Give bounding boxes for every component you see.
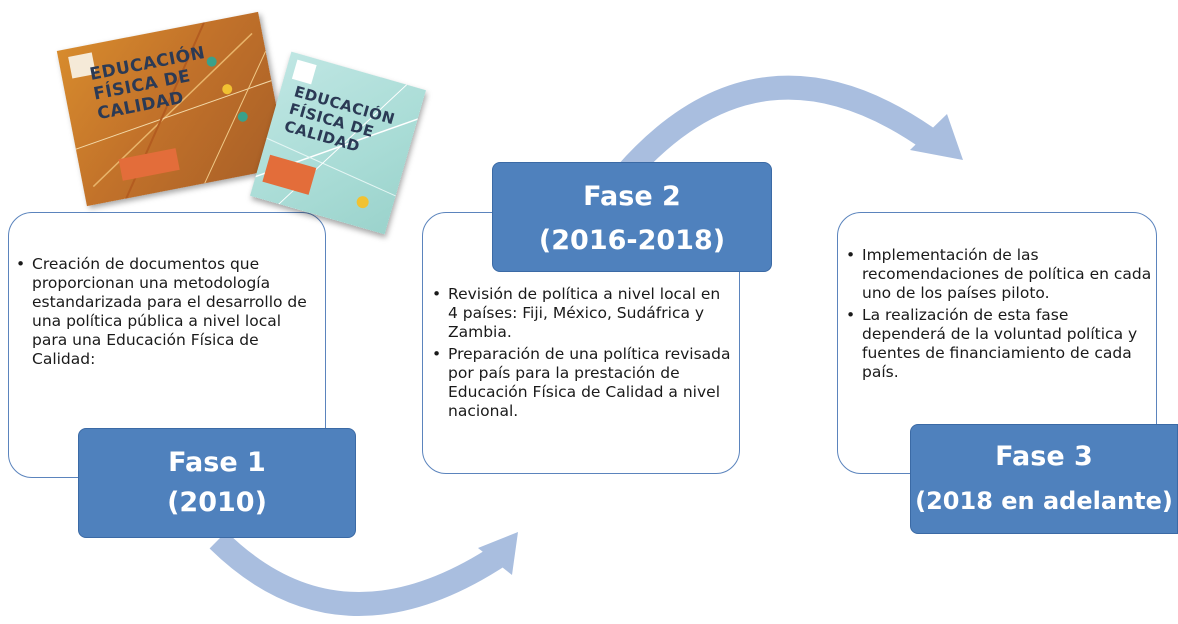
arrow-fase2-to-fase3 [615, 75, 963, 183]
cover-2-lines [255, 59, 418, 209]
phase-3-bullet: La realización de esta fase dependerá de… [842, 306, 1152, 382]
phase-1-bullet: Creación de documentos que proporcionan … [12, 255, 318, 369]
phase-3-label: Fase 3 (2018 en adelante) [910, 424, 1178, 534]
phase-2-label: Fase 2 (2016-2018) [492, 162, 772, 272]
cover-image-2: EDUCACIÓN FÍSICA DE CALIDAD [250, 51, 426, 235]
phase-3-period: (2018 en adelante) [915, 487, 1173, 515]
phase-2-title: Fase 2 [583, 181, 681, 212]
phase-1-period: (2010) [167, 487, 267, 518]
phase-3-bullet: Implementación de las recomendaciones de… [842, 246, 1152, 303]
cover-1-lines [68, 21, 272, 199]
phase-1-label: Fase 1 (2010) [78, 428, 356, 538]
phase-1-bullets: Creación de documentos que proporcionan … [12, 255, 318, 372]
phase-2-bullet: Preparación de una política revisada por… [428, 345, 734, 421]
phase-2-bullets: Revisión de política a nivel local en 4 … [428, 285, 734, 424]
phase-3-bullets: Implementación de las recomendaciones de… [842, 246, 1152, 385]
phase-3-title: Fase 3 [995, 441, 1093, 472]
phase-1-title: Fase 1 [168, 447, 266, 478]
cover-image-1: EDUCACIÓN FÍSICA DE CALIDAD [56, 11, 289, 207]
phase-2-period: (2016-2018) [538, 225, 726, 256]
phase-2-bullet: Revisión de política a nivel local en 4 … [428, 285, 734, 342]
arrow-fase1-to-fase2 [209, 531, 518, 616]
